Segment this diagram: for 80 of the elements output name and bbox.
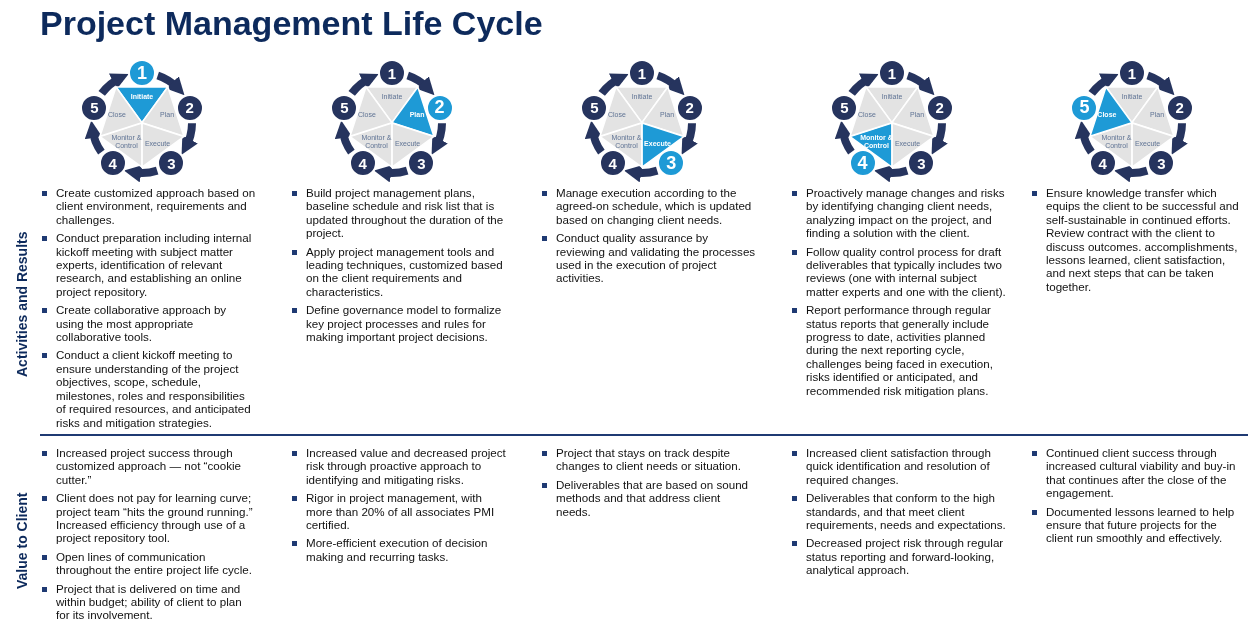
step-number-circle: 3 bbox=[407, 149, 436, 178]
step-number-circle: 1 bbox=[378, 59, 406, 87]
cycle-arrow bbox=[373, 164, 409, 182]
cycle-arrow bbox=[123, 164, 159, 182]
step-number-circle: 2 bbox=[175, 93, 204, 122]
bullet-text: Follow quality control process for draft deliverables that typically includes two reviews (one with internal subject matter experts and one with the client). bbox=[806, 244, 1006, 299]
step-number-circle: 5 bbox=[330, 93, 359, 122]
step-number-circle: 4 bbox=[598, 149, 627, 178]
bullet-text: Proactively manage changes and risks by identifying changing client needs, analyzing impact on the project, and finding a solution with the client. bbox=[806, 186, 1006, 240]
cycle-arrow bbox=[598, 73, 629, 96]
step-number-circle: 4 bbox=[348, 149, 377, 178]
step-number-circle: 2 bbox=[675, 93, 704, 122]
bullet-text: Open lines of communication throughout the entire project life cycle. bbox=[56, 549, 253, 577]
cycle-arrow bbox=[406, 71, 435, 95]
step-number-circle: 4 bbox=[98, 149, 127, 178]
title: Project Management Life Cycle bbox=[40, 4, 543, 43]
bullet-text: Increased project success through customized approach — not “cookie cutter.” bbox=[56, 446, 242, 487]
step-number-circle: 3 bbox=[157, 149, 186, 178]
bullet-text: Continued client success through increased cultural viability and buy-in that continues after the close of the engagement. bbox=[1046, 446, 1237, 500]
bullet-text: Create customized approach based on client environment, requirements and challenges. bbox=[56, 186, 256, 227]
step-number-circle: 4 bbox=[1088, 149, 1117, 178]
bullet-text: Project that stays on track despite changes to client needs or situation. bbox=[556, 446, 742, 473]
bullet-text: Manage execution according to the agreed-on schedule, which is updated based on changing client needs. bbox=[556, 186, 753, 227]
bullet-text: Client does not pay for learning curve; project team “hits the ground running.” Increased efficiency through use of a project repository tool. bbox=[56, 491, 254, 545]
bullet-text: Build project management plans, baseline schedule and risk list that is updated throughout the duration of the project. bbox=[306, 186, 505, 240]
step-number-circle: 2 bbox=[925, 93, 954, 122]
bullet-text: Increased value and decreased project risk through proactive approach to identifying and mitigating risks. bbox=[306, 446, 506, 487]
bullet-text: Conduct a client kickoff meeting to ensure understanding of the project objectives, scope, schedule, milestones, roles and responsibilities of required resources, and anticipated risks and mitigation strategies. bbox=[56, 348, 252, 429]
cycle-arrow bbox=[1075, 120, 1095, 155]
step-number-circle: 1 bbox=[628, 59, 656, 87]
bullet-text: Rigor in project management, with more than 20% of all associates PMI certified. bbox=[306, 491, 496, 532]
step-number-circle: 3 bbox=[907, 149, 936, 178]
step-number-circle: 3 bbox=[657, 149, 686, 178]
step-number-circle: 2 bbox=[1165, 93, 1194, 122]
bullet-text: Deliverables that conform to the high standards, and that meet client requirements, needs and expectations. bbox=[806, 491, 1006, 532]
bullet-text: Deliverables that are based on sound methods and that address client needs. bbox=[556, 477, 750, 519]
cycle-arrow bbox=[835, 120, 855, 155]
bullet-text: Conduct quality assurance by reviewing and validating the processes used in the execution of project activities. bbox=[556, 231, 756, 285]
cycle-arrow bbox=[335, 120, 355, 155]
step-number-circle: 1 bbox=[878, 59, 906, 87]
cycle-arrow bbox=[156, 71, 185, 95]
bullet-text: Create collaborative approach by using the most appropriate collaborative tools. bbox=[56, 303, 228, 344]
step-number-circle: 1 bbox=[1118, 59, 1146, 87]
cycle-arrow bbox=[181, 123, 198, 156]
step-number-circle: 5 bbox=[580, 93, 609, 122]
step-number-circle: 1 bbox=[128, 59, 156, 87]
bullet-text: Documented lessons learned to help ensure that future projects for the client run smoothly and effectively. bbox=[1046, 504, 1236, 545]
step-number-circle: 5 bbox=[830, 93, 859, 122]
bullet-text: Increased client satisfaction through quick identification and resolution of required changes. bbox=[806, 446, 992, 487]
row-header: Activities and Results bbox=[14, 230, 30, 379]
cycle-arrow bbox=[623, 164, 659, 182]
cycle-arrow bbox=[348, 73, 379, 96]
bullet-text: Ensure knowledge transfer which equips the client to be successful and self-sustainable in continued efforts. Review contract with the client to discuss outcomes. accomplishments, lessons learned, client satisfaction, and next steps that can be taken together. bbox=[1046, 186, 1240, 294]
row-header: Value to Client bbox=[14, 491, 30, 592]
bullet-text: More-efficient execution of decision making and recurring tasks. bbox=[306, 536, 489, 564]
step-number-circle: 5 bbox=[80, 93, 109, 122]
bullet-text: Define governance model to formalize key project processes and rules for making important project decisions. bbox=[306, 303, 503, 344]
step-number-circle: 5 bbox=[1070, 93, 1099, 122]
cycle-arrow bbox=[656, 71, 685, 95]
cycle-arrow bbox=[431, 123, 448, 156]
step-number-circle: 3 bbox=[1147, 149, 1176, 178]
bullet-text: Conduct preparation including internal kickoff meeting with subject matter experts, identification of relevant research, and establishing an online project repository. bbox=[56, 231, 253, 299]
cycle-arrow bbox=[681, 123, 698, 156]
cycle-arrow bbox=[906, 71, 935, 95]
bullet-text: Apply project management tools and leading techniques, customized based on the client requirements and characteristics. bbox=[306, 244, 504, 299]
cycle-arrow bbox=[931, 123, 948, 156]
cycle-arrow bbox=[585, 120, 605, 155]
step-number-circle: 4 bbox=[848, 149, 877, 178]
bullet-text: Report performance through regular status reports that generally include progress to date, activities planned during the next reporting cycle, challenges being faced in execution, risks identified or anticipated, and recommended risk mitigation plans. bbox=[806, 303, 994, 398]
cycle-arrow bbox=[1113, 164, 1149, 182]
cycle-arrow bbox=[873, 164, 909, 182]
cycle-arrow bbox=[1171, 123, 1188, 156]
cycle-arrow bbox=[1146, 71, 1175, 95]
cycle-arrow bbox=[85, 120, 105, 155]
cycle-arrow bbox=[98, 73, 129, 96]
cycle-arrow bbox=[1088, 73, 1119, 96]
cycle-arrow bbox=[848, 73, 879, 96]
step-number-circle: 2 bbox=[425, 93, 454, 122]
bullet-text: Decreased project risk through regular status reporting and forward-looking, analytical approach. bbox=[806, 536, 1005, 577]
bullet-text: Project that is delivered on time and within budget; ability of client to plan for its involvement. bbox=[56, 581, 243, 622]
